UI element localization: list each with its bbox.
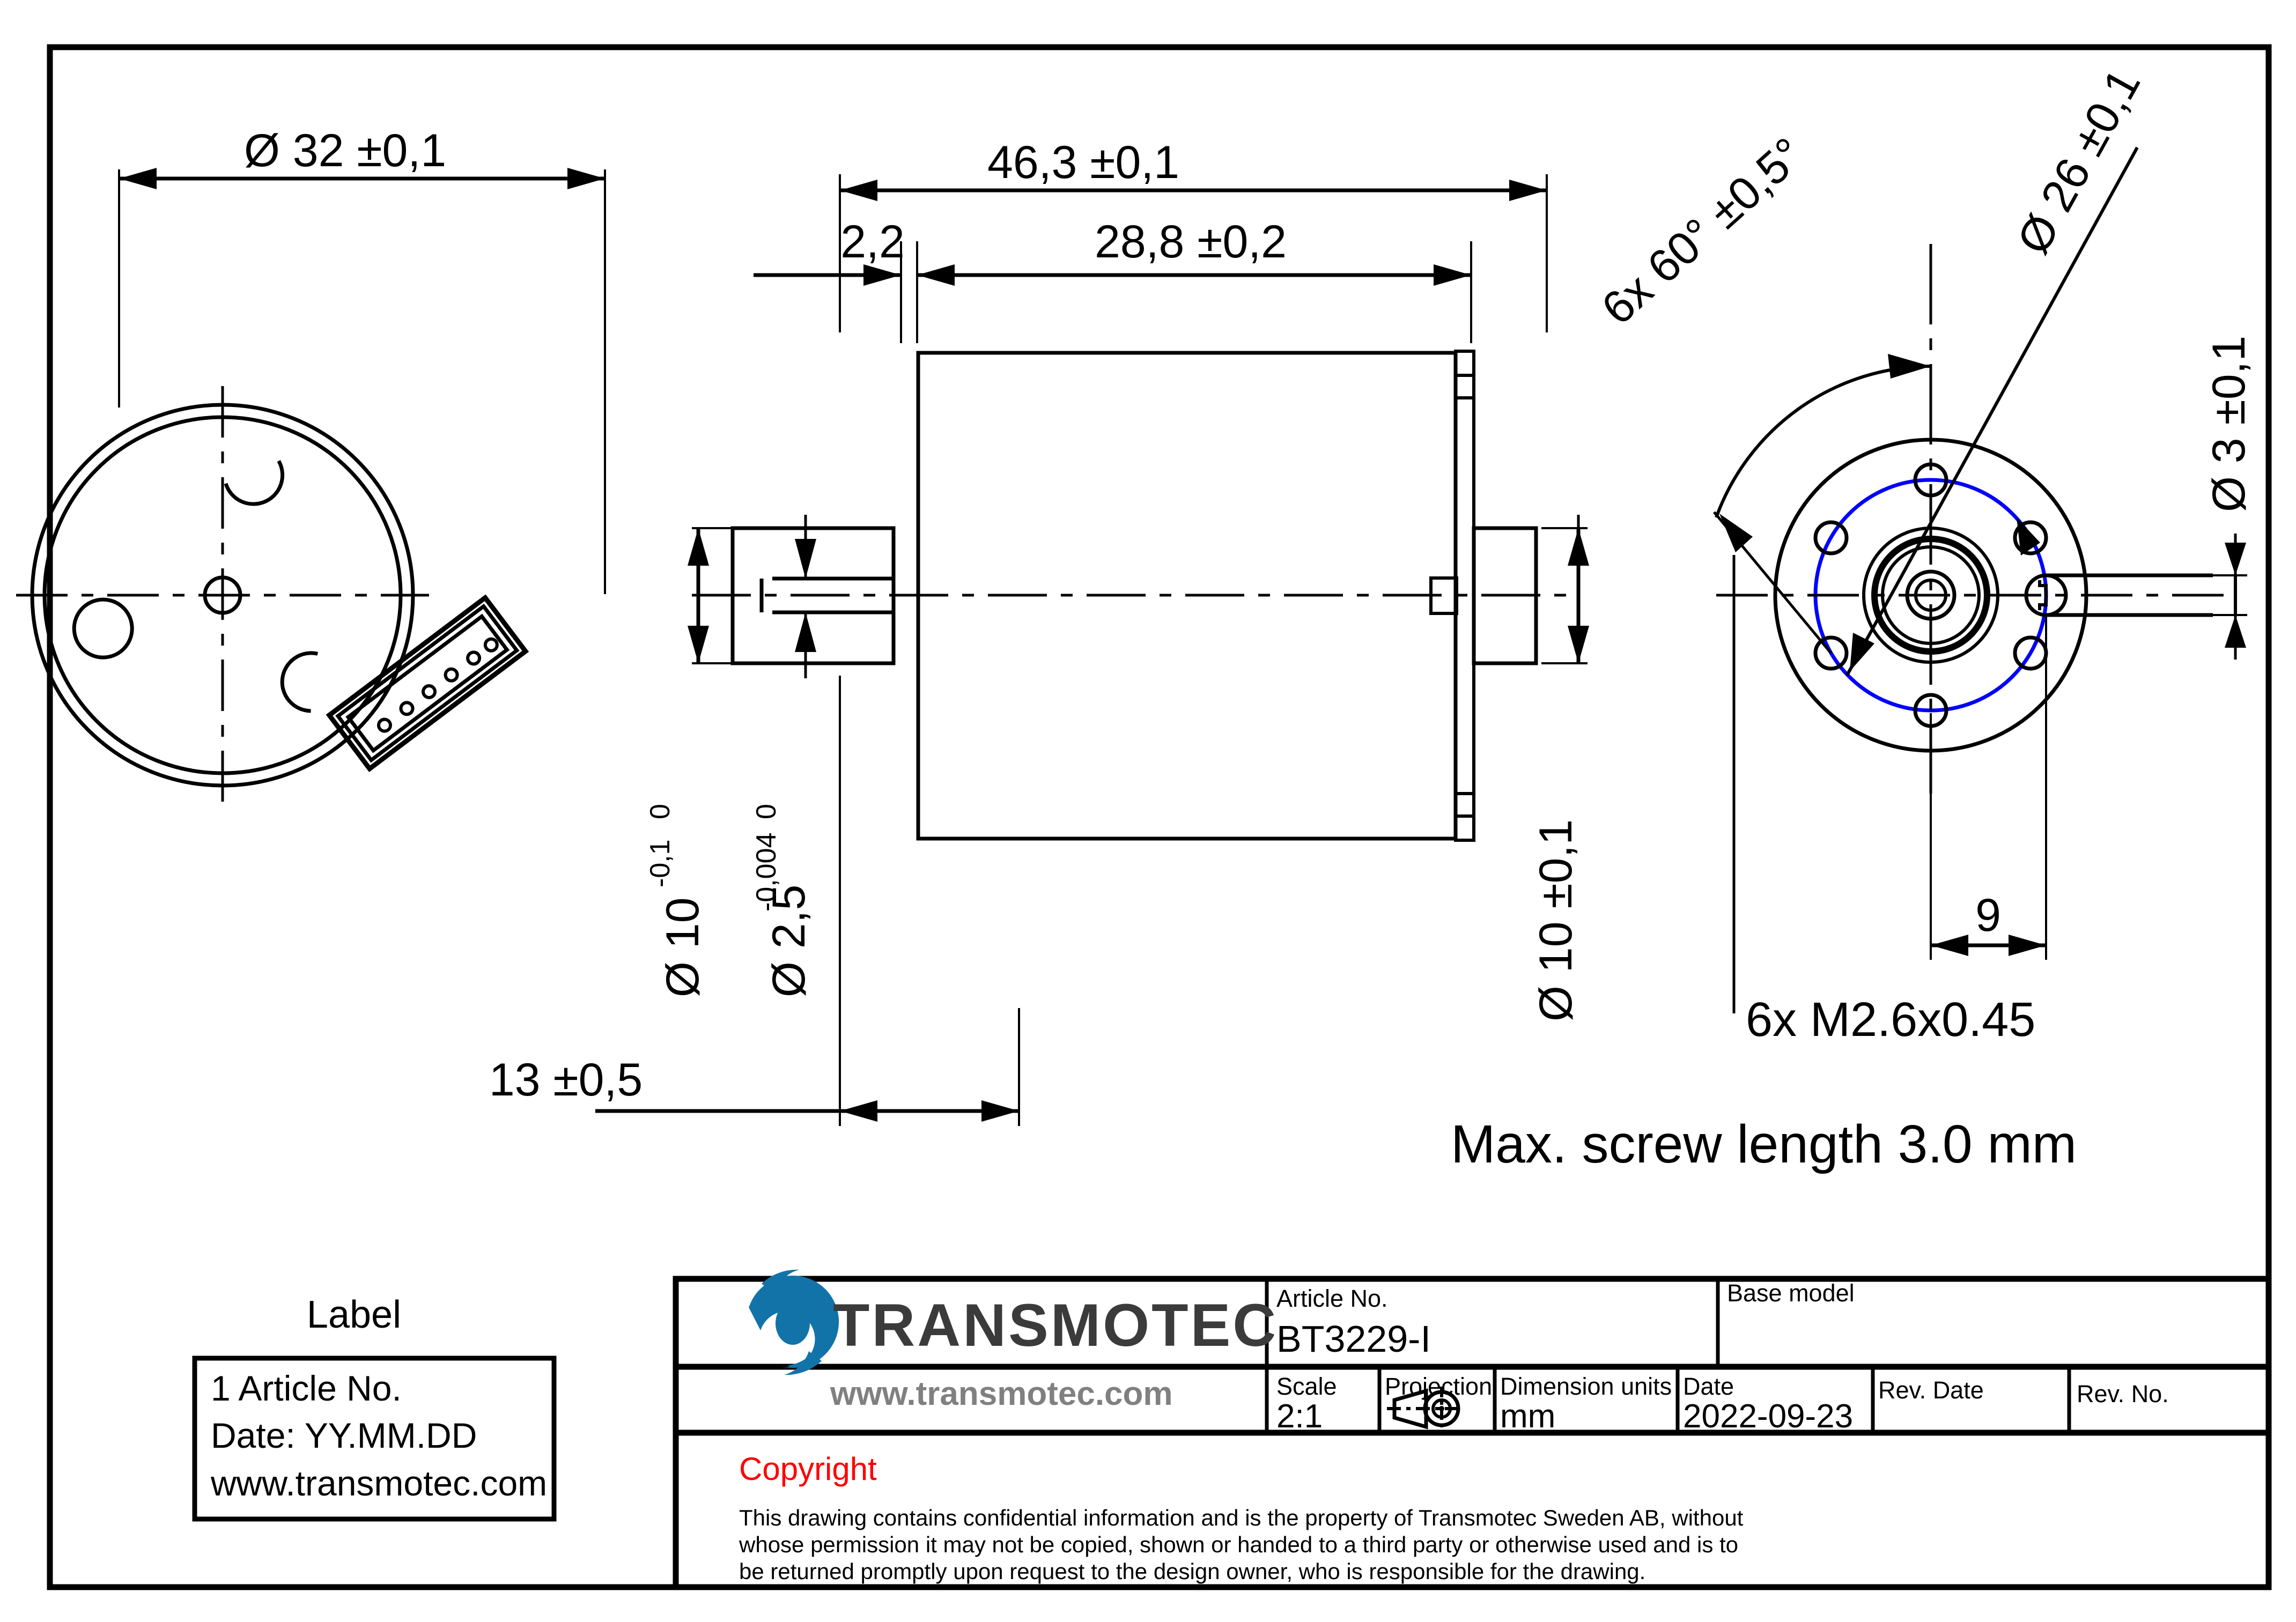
field-label-scale: Scale — [1276, 1373, 1337, 1400]
label-block-line-2: Date: YY.MM.DD — [211, 1416, 477, 1455]
dimension-body-length: 28,8 ±0,2 — [916, 216, 1472, 343]
title-block: TRANSMOTEC www.transmotec.com Article No… — [673, 1269, 2272, 1590]
field-label-dimension-units: Dimension units — [1500, 1373, 1672, 1400]
label-block-box — [192, 1356, 557, 1522]
threaded-hole — [2013, 520, 2048, 556]
dimension-shaft-dia-tol-top: 0 — [751, 804, 782, 819]
copyright-heading: Copyright — [739, 1451, 877, 1487]
label-block-line-1: 1 Article No. — [211, 1368, 402, 1408]
field-label-rev-date: Rev. Date — [1878, 1376, 1984, 1404]
field-label-base-model: Base model — [1727, 1279, 1855, 1307]
field-value-article-no[interactable]: BT3229-I — [1276, 1318, 1431, 1360]
copyright-line-2: whose permission it may not be copied, s… — [739, 1532, 1738, 1557]
dimension-shaft-dia-tol-bot: -0,004 — [751, 833, 782, 912]
label-block-line-3: www.transmotec.com — [210, 1463, 547, 1503]
dimension-body-length-text: 28,8 ±0,2 — [1095, 216, 1287, 268]
dimension-shaft-boss-dia-text: Ø 10 — [657, 898, 708, 997]
dimension-flange-thickness-text: 2,2 — [840, 216, 905, 268]
dimension-offset-9-text: 9 — [1975, 890, 2001, 941]
dimension-shaft-boss-dia-tol-bot: -0,1 — [645, 839, 676, 887]
threaded-hole — [1813, 520, 1849, 556]
dimension-shaft-length: 13 ±0,5 — [489, 676, 1020, 1126]
dimension-pilot-dia: Ø 3 ±0,1 — [2139, 336, 2255, 660]
field-label-projection: Projection — [1385, 1373, 1492, 1400]
dimension-offset-9: 9 — [1930, 617, 2047, 960]
connector-block — [326, 594, 529, 772]
dimension-shaft-dia-text: Ø 2,5 — [763, 885, 815, 997]
label-block-caption: Label — [307, 1293, 401, 1336]
dimension-shaft-boss-dia: Ø 10 0 -0,1 — [645, 527, 835, 997]
dimension-rear-boss-dia-text: Ø 10 ±0,1 — [1530, 819, 1582, 1021]
side-view: 46,3 ±0,1 2,2 28,8 ±0,2 — [489, 137, 1589, 1126]
housing-crimp-tabs — [72, 460, 319, 713]
logo-swirl-icon — [749, 1269, 839, 1375]
threaded-hole — [1813, 635, 1849, 671]
note-max-screw-length: Max. screw length 3.0 mm — [1451, 1114, 2077, 1174]
field-label-article-no: Article No. — [1276, 1285, 1388, 1312]
field-label-date: Date — [1683, 1373, 1734, 1400]
dimension-rear-boss-dia: Ø 10 ±0,1 — [1530, 515, 1589, 1021]
dimension-shaft-boss-dia-tol-top: 0 — [645, 804, 676, 819]
dimension-overall-length-text: 46,3 ±0,1 — [987, 137, 1179, 188]
logo-wordmark: TRANSMOTEC — [833, 1292, 1278, 1359]
dimension-shaft-dia: Ø 2,5 0 -0,004 — [751, 515, 816, 997]
field-value-scale[interactable]: 2:1 — [1276, 1398, 1323, 1435]
field-value-dimension-units[interactable]: mm — [1500, 1398, 1555, 1435]
copyright-line-1: This drawing contains confidential infor… — [739, 1505, 1744, 1530]
dimension-overall-length: 46,3 ±0,1 — [839, 137, 1548, 332]
dimension-shaft-length-text: 13 ±0,5 — [489, 1054, 643, 1106]
label-block: Label 1 Article No. Date: YY.MM.DD www.t… — [192, 1293, 557, 1522]
transmotec-logo: TRANSMOTEC www.transmotec.com — [749, 1269, 1278, 1412]
dimension-outer-diameter-text: Ø 32 ±0,1 — [244, 125, 446, 176]
field-label-rev-no: Rev. No. — [2077, 1380, 2169, 1408]
front-view: Ø 32 ±0,1 — [16, 125, 606, 802]
logo-website: www.transmotec.com — [830, 1375, 1173, 1412]
note-thread-spec: 6x M2.6x0.45 — [1746, 993, 2035, 1047]
dimension-outer-diameter: Ø 32 ±0,1 — [118, 125, 606, 594]
first-angle-projection-symbol-icon — [1387, 1387, 1463, 1431]
connector-pins — [376, 637, 499, 733]
dimension-pilot-dia-text: Ø 3 ±0,1 — [2203, 336, 2255, 512]
dimension-flange-thickness: 2,2 — [754, 216, 905, 343]
copyright-line-3: be returned promptly upon request to the… — [739, 1559, 1645, 1584]
field-value-date[interactable]: 2022-09-23 — [1683, 1398, 1853, 1435]
